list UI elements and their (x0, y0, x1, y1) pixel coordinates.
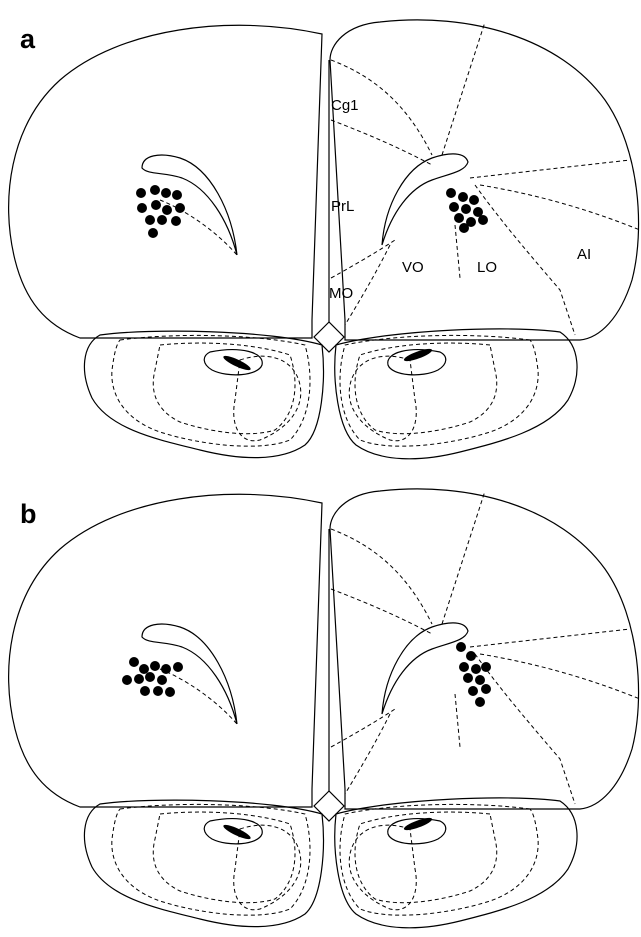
right-olfactory-layer-2 (355, 812, 497, 903)
injection-site-dot (122, 675, 132, 685)
injection-site-dot (140, 686, 150, 696)
right-border-upper-radial-1 (442, 22, 485, 155)
injection-site-dot (459, 223, 469, 233)
coronal-section-b (0, 469, 641, 937)
injection-site-dot (468, 686, 478, 696)
right-olfactory-layer-3 (349, 825, 416, 910)
right-hemisphere-outline (330, 489, 639, 809)
region-label-vo: VO (402, 259, 424, 276)
injection-site-dot (446, 188, 456, 198)
injection-site-dot (172, 190, 182, 200)
injection-site-dot (469, 195, 479, 205)
injection-site-dot (161, 188, 171, 198)
right-border-ai-top (480, 654, 640, 699)
injection-site-dot (171, 216, 181, 226)
right-olfactory-bulb (335, 329, 577, 459)
injection-site-dot (145, 215, 155, 225)
panel-a: a (0, 0, 641, 468)
left-hemisphere-outline (9, 25, 322, 338)
right-forceps-minor (382, 623, 468, 714)
injection-site-dot (153, 686, 163, 696)
right-hemisphere-outline (330, 20, 639, 340)
right-border-cg1-prl (331, 529, 432, 624)
panel-b: b (0, 469, 641, 937)
right-border-upper-radial-2 (470, 160, 630, 178)
injection-site-dot (157, 215, 167, 225)
region-label-prl: PrL (331, 198, 354, 215)
region-label-ai: AI (577, 246, 591, 263)
injection-site-dot (475, 697, 485, 707)
injection-site-dot (458, 192, 468, 202)
injection-site-dot (481, 684, 491, 694)
injection-site-dot (175, 203, 185, 213)
right-olfactory-bulb (335, 798, 577, 928)
injection-site-dot (162, 205, 172, 215)
injection-site-dot (161, 664, 171, 674)
injection-site-dot (134, 674, 144, 684)
injection-site-dot (136, 188, 146, 198)
injection-site-dot (449, 202, 459, 212)
right-border-prl-upper (331, 589, 432, 634)
left-olfactory-bulb (84, 331, 323, 458)
right-border-lo-ai (475, 654, 575, 804)
injection-site-dot (139, 664, 149, 674)
injection-site-dot (466, 651, 476, 661)
injection-site-dot (459, 662, 469, 672)
injection-site-dot (137, 203, 147, 213)
injection-site-dot (471, 664, 481, 674)
right-border-upper-radial-2 (470, 629, 630, 647)
right-border-vo-lo (455, 225, 460, 278)
injection-site-dot (150, 185, 160, 195)
left-ventricle-mark (222, 353, 252, 372)
right-border-vo-lo (455, 694, 460, 747)
injection-site-dot (157, 675, 167, 685)
right-olfactory-layer-3 (349, 356, 416, 441)
midline-diamond (314, 322, 344, 352)
injection-site-dot (481, 662, 491, 672)
injection-site-dot (145, 672, 155, 682)
region-label-mo: MO (329, 285, 353, 302)
injection-site-dot (129, 657, 139, 667)
injection-site-dot (461, 204, 471, 214)
midline-diamond (314, 791, 344, 821)
injection-site-dot (454, 213, 464, 223)
right-border-upper-radial-1 (442, 491, 485, 624)
injection-site-dot (173, 662, 183, 672)
injection-site-dot (475, 675, 485, 685)
injection-site-dot (150, 661, 160, 671)
right-border-prl-upper (331, 120, 432, 165)
left-ventricle-mark (222, 822, 252, 841)
injection-site-dot (151, 200, 161, 210)
region-label-lo: LO (477, 259, 497, 276)
left-olfactory-bulb (84, 800, 323, 927)
left-forceps-minor (142, 624, 237, 724)
injection-site-dot (463, 673, 473, 683)
right-border-ai-top (480, 185, 640, 230)
right-forceps-minor (382, 154, 468, 245)
left-hemisphere-outline (9, 494, 322, 807)
coronal-section-a: Cg1 PrL MO VO LO AI (0, 0, 641, 468)
region-label-cg1: Cg1 (331, 97, 359, 114)
injection-site-dot (148, 228, 158, 238)
injection-site-dot (478, 215, 488, 225)
injection-site-dot (165, 687, 175, 697)
injection-site-dot (456, 642, 466, 652)
right-olfactory-layer-2 (355, 343, 497, 434)
